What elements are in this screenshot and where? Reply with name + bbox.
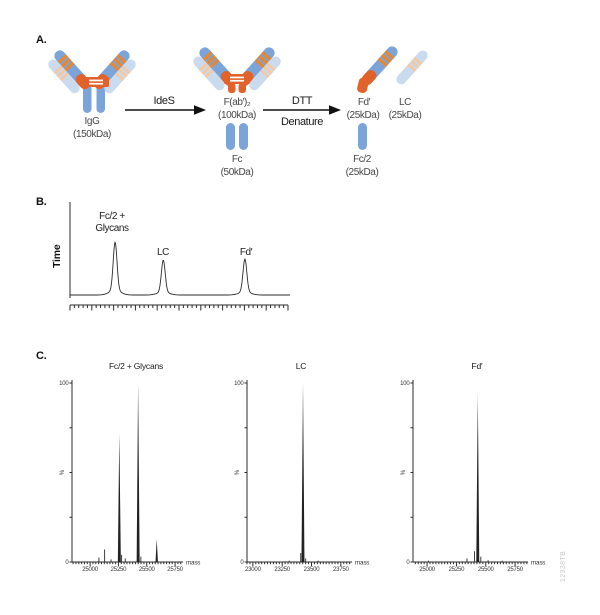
mass-axis-label: mass — [186, 560, 200, 567]
lc-mass-label: (25kDa) — [389, 110, 422, 121]
mass-tick-label: 25250 — [449, 567, 466, 573]
fc2-name-label: Fc/2 — [353, 154, 372, 165]
chromatogram-peak-label-lc: LC — [157, 247, 169, 258]
mass-tick-label: 25500 — [139, 567, 156, 573]
y-tick-label: 100 — [59, 381, 69, 387]
mass-tick-label: 25500 — [478, 567, 495, 573]
fc2-mass-label: (25kDa) — [346, 167, 379, 178]
y-tick-label: 100 — [400, 381, 410, 387]
fd-molecule — [357, 44, 400, 94]
lc-molecule — [394, 48, 430, 86]
spectrum-title-fc2: Fc/2 + Glycans — [108, 361, 164, 371]
mass-axis-label: mass — [355, 560, 369, 567]
fc-molecule — [226, 123, 248, 150]
igg-molecule — [46, 48, 138, 113]
y-tick-label: 100 — [234, 381, 244, 387]
percent-axis-label: % — [235, 469, 241, 475]
fab2-name-label: F(ab′)₂ — [224, 97, 251, 108]
igg-name-label: IgG — [85, 116, 101, 127]
igg-mass-label: (150kDa) — [73, 129, 111, 140]
dtt-label: DTT — [292, 95, 313, 107]
mass-tick-label: 25750 — [167, 567, 184, 573]
panel-b-label: B. — [36, 196, 47, 208]
panel-a-label: A. — [36, 34, 47, 46]
fc-mass-label: (50kDa) — [221, 167, 254, 178]
y-tick-label: 0 — [406, 560, 410, 566]
y-tick-label: 0 — [240, 560, 244, 566]
spectrum-peak — [155, 538, 158, 562]
mass-tick-label: 25750 — [507, 567, 524, 573]
percent-axis-label: % — [401, 469, 407, 475]
watermark-text: 12338TB — [560, 550, 567, 582]
spectrum-peak — [301, 383, 305, 562]
lc-name-label: LC — [399, 97, 411, 108]
fab2-molecule — [191, 45, 283, 93]
percent-axis-label: % — [60, 469, 66, 475]
y-tick-label: 0 — [65, 560, 69, 566]
spectrum-title-lc: LC — [295, 361, 307, 371]
antibody-digestion-diagram: IgG (150kDa) IdeS F(ab′)₂ (100kDa) — [40, 40, 470, 178]
mass-axis-label: mass — [531, 560, 545, 567]
chromatogram-svg — [69, 202, 290, 311]
chromatogram-peak-label-fc2: Fc/2 + Glycans — [95, 211, 129, 234]
chromatogram-peak-label-fd: Fd′ — [239, 247, 253, 258]
fab2-mass-label: (100kDa) — [218, 110, 256, 121]
fc2-molecule — [358, 123, 367, 150]
mass-tick-label: 23000 — [245, 567, 262, 573]
mass-tick-label: 23250 — [274, 567, 291, 573]
fd-name-label: Fd′ — [358, 97, 371, 108]
mass-tick-label: 25000 — [82, 567, 99, 573]
fc-name-label: Fc — [232, 154, 243, 165]
mass-tick-label: 23500 — [304, 567, 321, 573]
spectrum-peak — [476, 393, 480, 562]
dtt-denature-arrow — [263, 105, 341, 115]
spectrum-title-fd: Fd′ — [471, 361, 483, 371]
ides-label: IdeS — [153, 95, 174, 107]
chromatogram-trace — [70, 240, 290, 296]
ides-arrow — [125, 105, 206, 115]
spectrum-peak — [136, 383, 140, 562]
spectrum-svg-fd: 100 0% 25000 25250 25500 25750 mass — [400, 380, 545, 573]
spectrum-svg-lc: 100 0% 23000 23250 23500 23750 mass — [234, 380, 369, 573]
denature-label: Denature — [281, 116, 323, 128]
mass-tick-label: 25250 — [111, 567, 128, 573]
spectrum-peak — [117, 433, 121, 562]
mass-tick-label: 25000 — [419, 567, 436, 573]
panel-c-label: C. — [36, 350, 47, 362]
fd-mass-label: (25kDa) — [347, 110, 380, 121]
mass-tick-label: 23750 — [333, 567, 350, 573]
